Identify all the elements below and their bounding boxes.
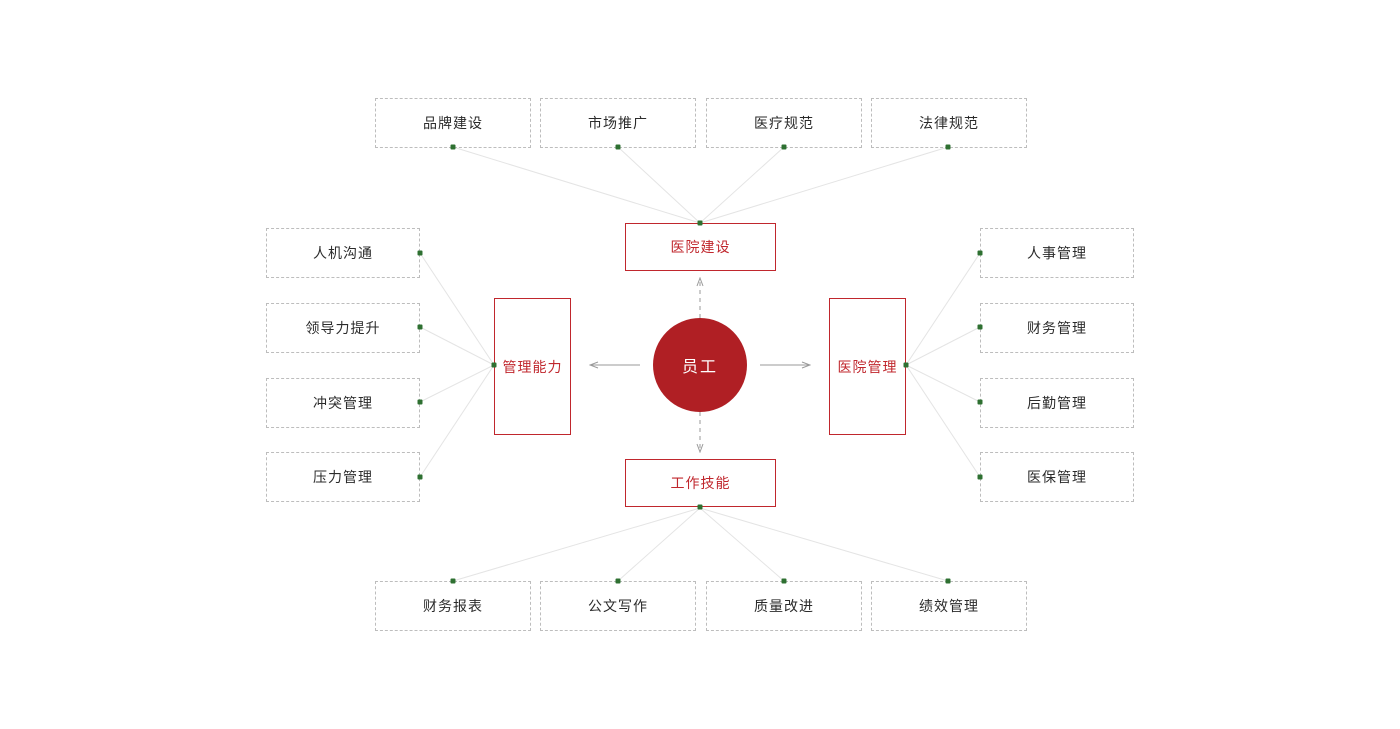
fan-bottom — [452, 507, 949, 582]
connector-dot — [697, 504, 703, 510]
leaf-label: 医保管理 — [1027, 470, 1087, 486]
leaf-box-bottom-2[interactable]: 公文写作 — [540, 581, 696, 631]
leaf-label: 财务管理 — [1027, 321, 1087, 337]
leaf-label: 公文写作 — [588, 599, 648, 615]
leaf-label: 绩效管理 — [919, 599, 979, 615]
connector-dot — [697, 220, 703, 226]
leaf-box-bottom-4[interactable]: 绩效管理 — [871, 581, 1027, 631]
hub-label: 员工 — [681, 357, 718, 376]
connector-dot — [417, 474, 423, 480]
leaf-box-left-3[interactable]: 冲突管理 — [266, 378, 420, 428]
leaf-box-right-3[interactable]: 后勤管理 — [980, 378, 1134, 428]
fan-right — [905, 252, 981, 478]
leaf-box-top-3[interactable]: 医疗规范 — [706, 98, 862, 148]
connector-dot — [450, 144, 456, 150]
connector-dot — [781, 578, 787, 584]
connector-dot — [417, 250, 423, 256]
connector-dot — [977, 399, 983, 405]
category-box-bottom[interactable]: 工作技能 — [625, 459, 776, 507]
leaf-label: 冲突管理 — [313, 396, 373, 412]
connector-dot — [977, 250, 983, 256]
connector-dot — [417, 399, 423, 405]
fan-left — [419, 252, 495, 478]
leaf-label: 医疗规范 — [754, 116, 814, 132]
connector-dot — [977, 324, 983, 330]
leaf-box-bottom-1[interactable]: 财务报表 — [375, 581, 531, 631]
leaf-label: 财务报表 — [423, 599, 483, 615]
connector-dot — [417, 324, 423, 330]
leaf-box-left-4[interactable]: 压力管理 — [266, 452, 420, 502]
connector-dot — [945, 144, 951, 150]
leaf-label: 领导力提升 — [305, 321, 381, 337]
connector-dot — [781, 144, 787, 150]
fan-top — [452, 146, 949, 224]
category-label: 工作技能 — [670, 476, 731, 492]
leaf-label: 后勤管理 — [1027, 396, 1087, 412]
category-box-left[interactable]: 管理能力 — [494, 298, 571, 435]
category-box-top[interactable]: 医院建设 — [625, 223, 776, 271]
leaf-label: 市场推广 — [588, 116, 648, 132]
hub-circle-employee[interactable]: 员工 — [653, 318, 747, 412]
leaf-label: 质量改进 — [754, 599, 814, 615]
leaf-box-left-2[interactable]: 领导力提升 — [266, 303, 420, 353]
connector-dot — [977, 474, 983, 480]
leaf-label: 人机沟通 — [313, 246, 373, 262]
category-label: 医院管理 — [837, 359, 898, 376]
leaf-box-right-2[interactable]: 财务管理 — [980, 303, 1134, 353]
leaf-box-left-1[interactable]: 人机沟通 — [266, 228, 420, 278]
connector-dot — [491, 362, 497, 368]
leaf-box-top-4[interactable]: 法律规范 — [871, 98, 1027, 148]
connector-dot — [945, 578, 951, 584]
leaf-box-bottom-3[interactable]: 质量改进 — [706, 581, 862, 631]
leaf-label: 人事管理 — [1027, 246, 1087, 262]
category-label: 医院建设 — [670, 240, 731, 256]
connector-dot — [615, 578, 621, 584]
connector-dot — [903, 362, 909, 368]
category-box-right[interactable]: 医院管理 — [829, 298, 906, 435]
leaf-box-right-4[interactable]: 医保管理 — [980, 452, 1134, 502]
leaf-box-top-2[interactable]: 市场推广 — [540, 98, 696, 148]
leaf-box-right-1[interactable]: 人事管理 — [980, 228, 1134, 278]
leaf-label: 品牌建设 — [423, 116, 483, 132]
leaf-label: 法律规范 — [919, 116, 979, 132]
category-label: 管理能力 — [502, 359, 563, 376]
leaf-box-top-1[interactable]: 品牌建设 — [375, 98, 531, 148]
connector-dot — [615, 144, 621, 150]
connector-dot — [450, 578, 456, 584]
leaf-label: 压力管理 — [313, 470, 373, 486]
